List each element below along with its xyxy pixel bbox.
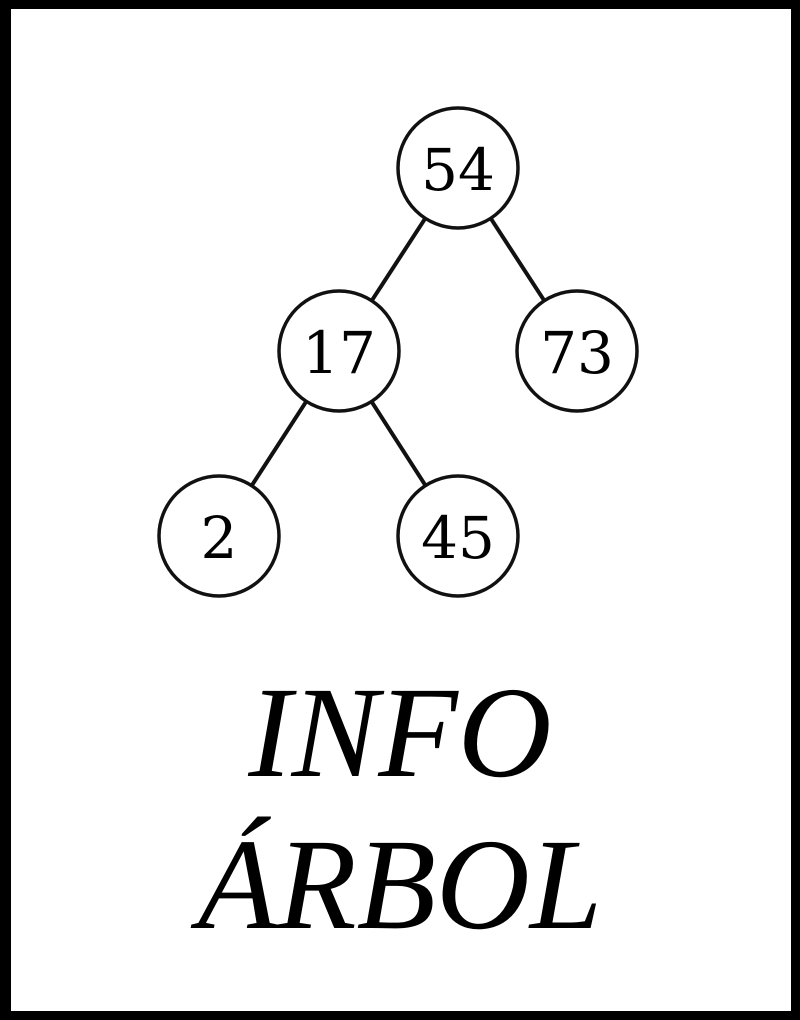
tree-edge-n17-n45 [369, 399, 428, 488]
tree-node-circle [396, 106, 520, 230]
tree-node-circle [277, 289, 401, 413]
tree-edge-n17-n2 [249, 399, 309, 488]
tree-edge-n54-n73 [488, 216, 547, 303]
tree-node-circle [157, 474, 281, 598]
tree-node-45: 45 [396, 474, 520, 598]
tree-node-54: 54 [396, 106, 520, 230]
tree-node-17: 17 [277, 289, 401, 413]
tree-node-label: 45 [421, 504, 495, 572]
tree-node-circle [515, 289, 639, 413]
tree-node-label: 73 [540, 319, 614, 387]
title-line-arbol: ÁRBOL [197, 813, 603, 957]
title-line-info: INFO [248, 661, 552, 805]
tree-node-2: 2 [157, 474, 281, 598]
tree-edges [249, 216, 547, 488]
tree-node-label: 54 [421, 136, 495, 204]
tree-nodes: 54 17 73 2 45 [157, 106, 639, 598]
tree-node-circle [396, 474, 520, 598]
tree-node-label: 17 [302, 319, 376, 387]
tree-edge-n54-n17 [369, 216, 428, 303]
tree-node-label: 2 [201, 504, 238, 572]
tree-node-73: 73 [515, 289, 639, 413]
